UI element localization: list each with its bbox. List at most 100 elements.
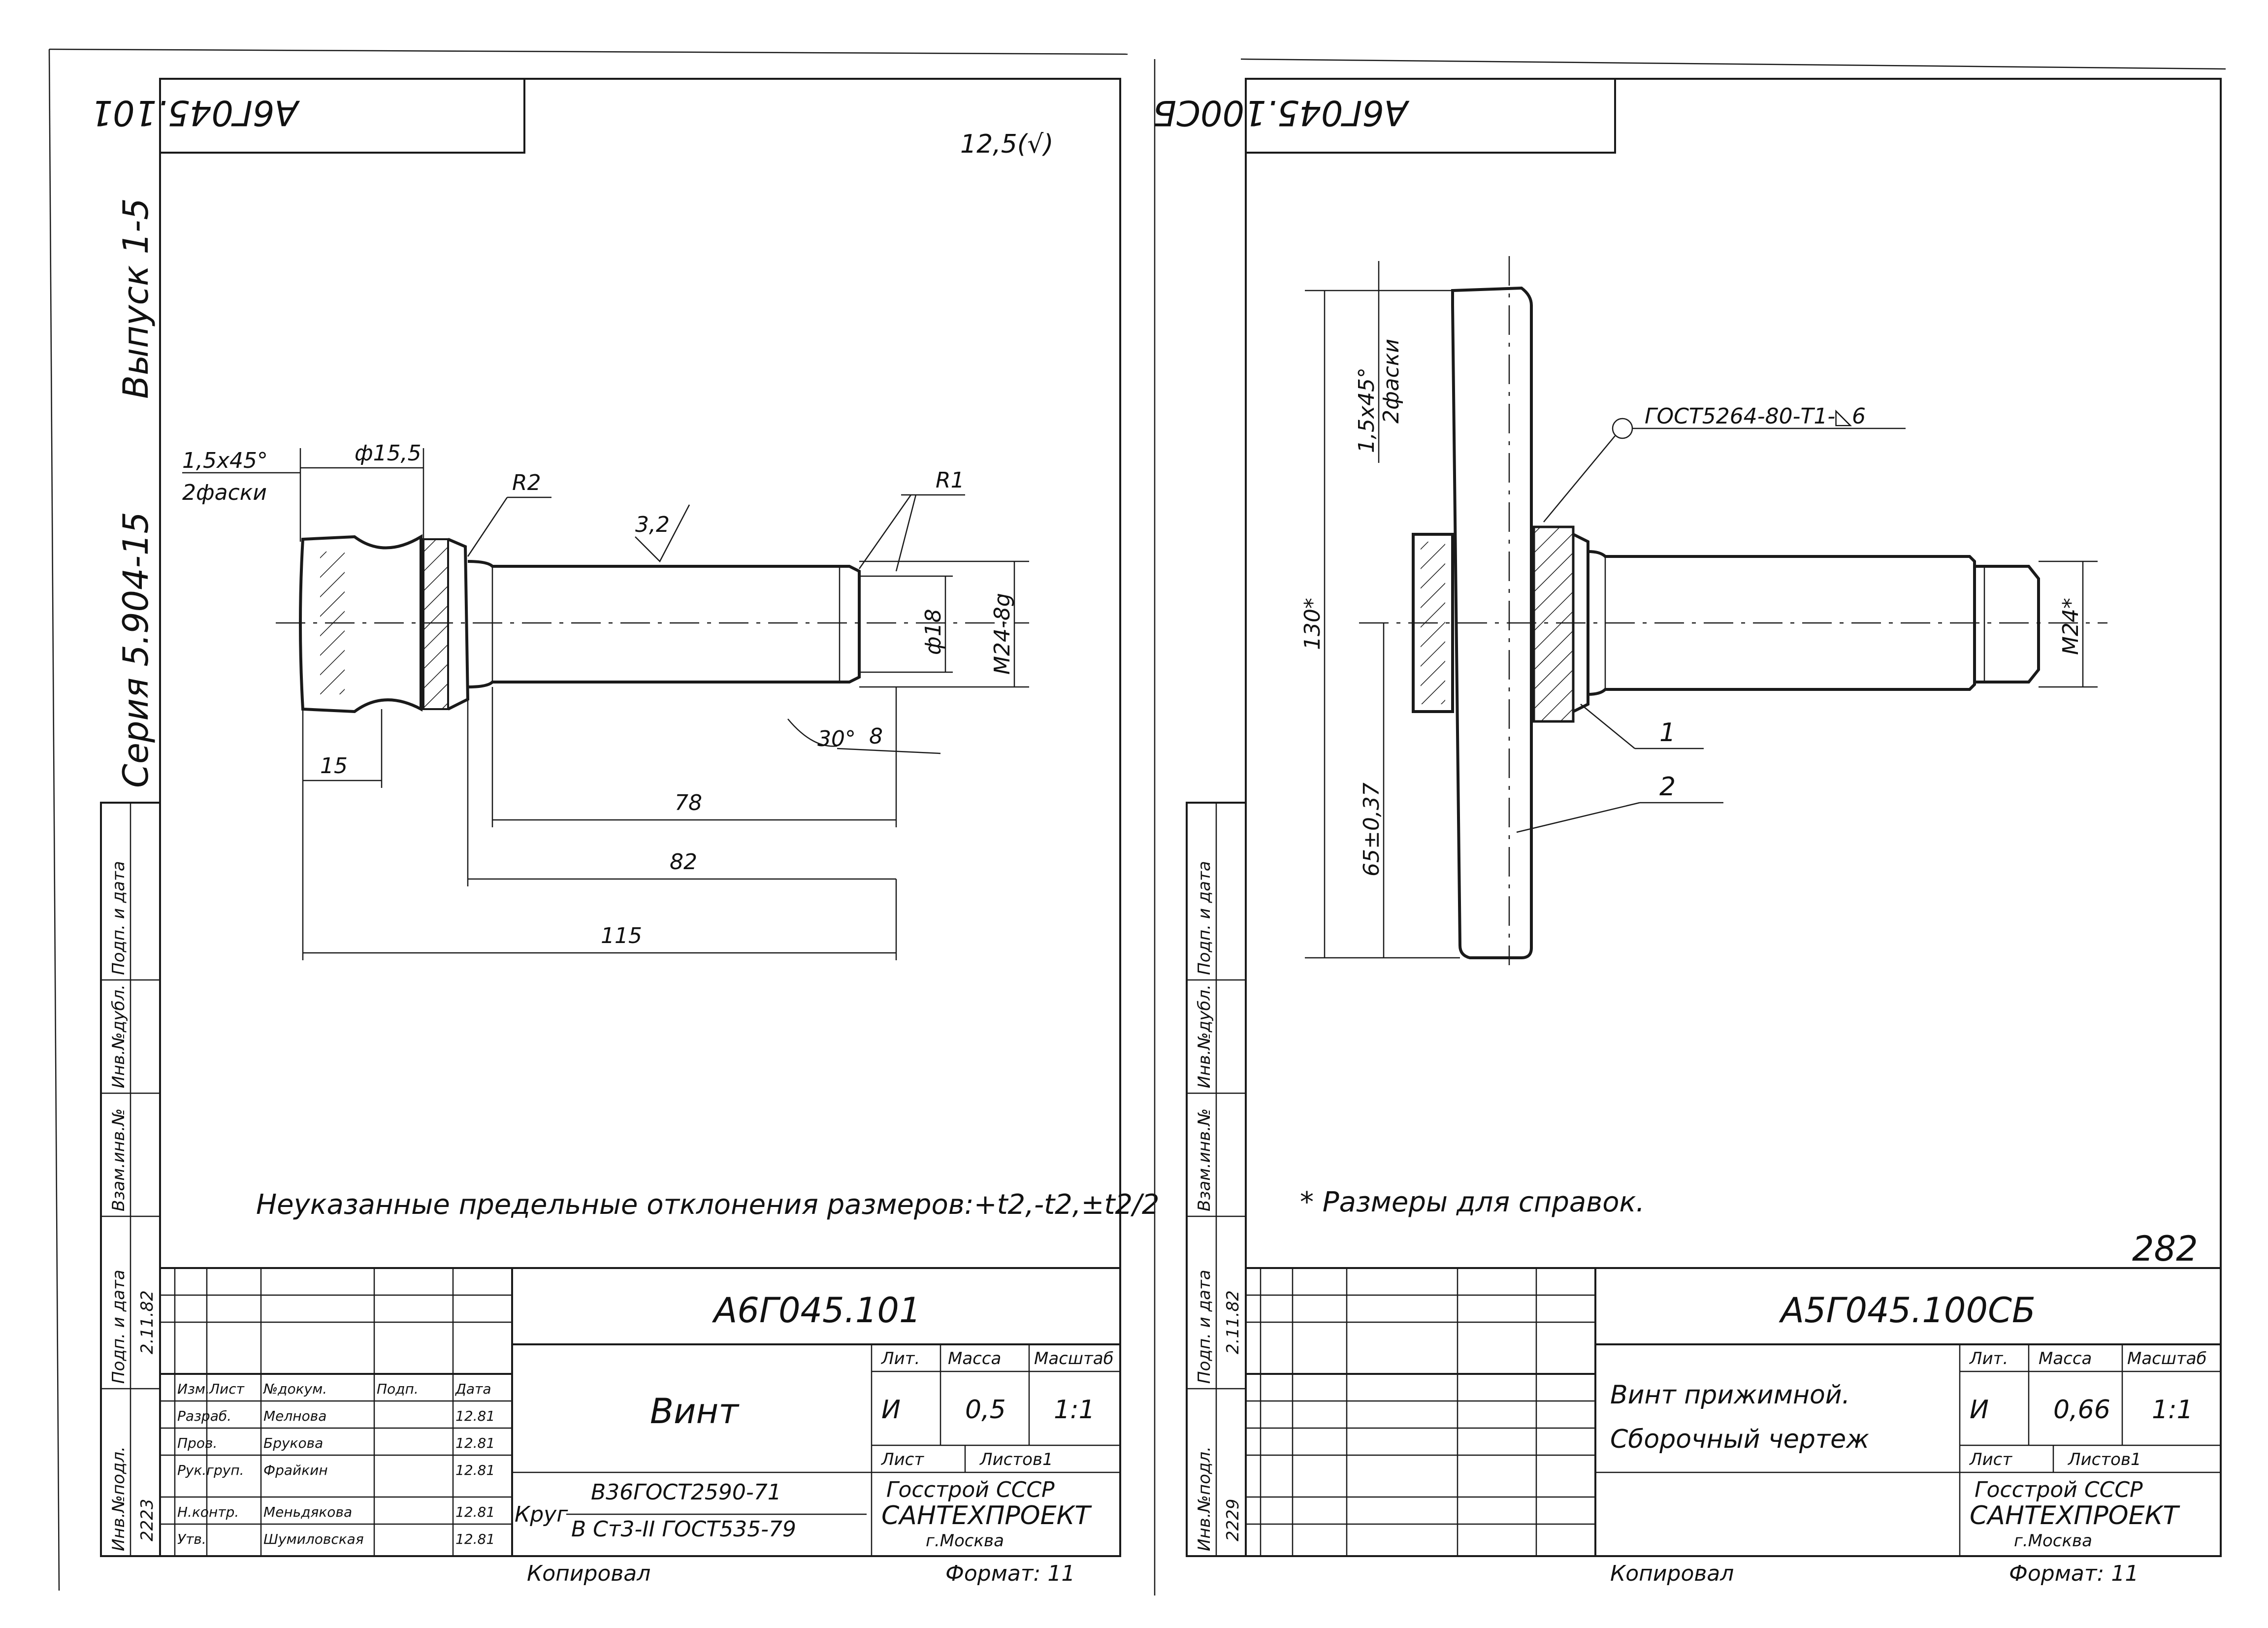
left-copied-label: Копировал [527,1561,650,1586]
left-strip-label-5: Подп. и дата [109,861,129,975]
right-strip-label-1: Инв.№подл. [1195,1446,1214,1551]
left-dim-angle: 30° [817,726,856,751]
left-series-label: Серия 5.904-15 [116,512,156,788]
right-strip-label-3: Взам.инв.№ [1195,1108,1214,1211]
left-title-block: Изм. Лист №докум. Подп. Дата Разраб. Мел… [159,1267,1121,1557]
left-tb-person-4: Меньдякова [263,1504,352,1520]
left-corner-stamp: А6Г045.101 [91,93,300,133]
right-strip-label-5: Подп. и дата [1195,861,1214,975]
left-format-label: Формат: 11 [945,1561,1075,1586]
left-shank [467,560,861,688]
right-dim-130: 130* [1300,598,1325,650]
right-tb-name-2: Сборочный чертеж [1610,1425,1869,1454]
right-tb-mass: 0,66 [2053,1395,2110,1425]
left-tb-lit: И [881,1395,901,1425]
right-dim-chamfer-note: 2фаски [1379,339,1404,423]
right-dim-thread: M24* [2058,598,2083,655]
right-hatched-body [1532,525,1575,723]
left-dim-15: 15 [320,753,348,779]
left-tb-hdr-izm: Изм. [177,1381,210,1397]
left-tb-mass: 0,5 [965,1395,1006,1425]
left-tb-hdr-sign: Подп. [377,1381,419,1397]
left-tb-designation: А6Г045.101 [712,1290,921,1331]
left-strip-number: 2223 [137,1498,157,1541]
right-frame [1245,78,2222,1557]
left-tb-name: Винт [650,1391,740,1432]
left-dim-r2: R2 [512,470,541,495]
left-dim-angle-arc [787,718,838,747]
right-tb-lit-header: Лит. [1969,1349,2008,1368]
right-note: * Размеры для справок. [1300,1186,1645,1218]
left-tb-role-4: Н.контр. [177,1504,239,1520]
left-tb-role-3: Рук.груп. [177,1462,244,1478]
left-tb-material-2: В Ст3-II ГОСТ535-79 [571,1517,796,1542]
right-tb-name-1: Винт прижимной. [1610,1380,1850,1410]
right-tb-org-2: САНТЕХПРОЕКТ [1970,1501,2180,1530]
right-strip-label-4: Инв.№дубл. [1195,984,1214,1088]
left-corner-stamp-box [159,78,525,154]
right-copied-label: Копировал [1610,1561,1734,1586]
left-roughness-symbol: 12,5(√) [960,130,1054,159]
right-tb-lit: И [1970,1395,1989,1425]
right-head-left [1412,533,1454,713]
right-title-block: А5Г045.100СБ Винт прижимной. Сборочный ч… [1245,1267,2222,1557]
left-tb-date-3: 12.81 [455,1462,495,1478]
left-trim-top [49,48,1128,55]
left-tb-hdr-doc: №докум. [262,1381,327,1397]
right-pos1-leader [1580,704,1635,749]
left-tb-person-2: Брукова [263,1435,323,1451]
left-strip-label-1: Инв.№подл. [109,1446,129,1551]
right-corner-stamp: А6Г045.100СБ [1153,93,1410,133]
left-tb-sheets: Листов1 [979,1450,1053,1469]
left-tb-org-2: САНТЕХПРОЕКТ [881,1501,1092,1530]
right-threaded-end [1975,565,2040,684]
left-roughness-mark [635,504,690,563]
left-tb-material-prefix: Круг [515,1502,568,1527]
left-strip-label-4: Инв.№дубл. [109,984,129,1088]
right-strip-label-2: Подп. и дата [1195,1270,1214,1384]
left-dim-r1-leader-1 [858,494,912,569]
left-tb-person-3: Фрайкин [263,1462,328,1478]
left-tb-person-5: Шумиловская [263,1531,364,1547]
left-strip-label-2: Подп. и дата [109,1270,129,1384]
left-dim-8: 8 [869,724,883,749]
left-dim-8-line [837,748,941,754]
left-tb-date-5: 12.81 [455,1531,495,1547]
left-dim-thread: M24-8g [990,593,1015,675]
right-collar [1572,533,1589,713]
right-assembly-drawing: M24* 130* 1,5x45° 2фаски 65±0,37 ГОСТ526… [1300,256,2107,965]
left-dim-chamfer-note: 2фаски [182,480,267,505]
right-pos2-leader [1516,802,1640,833]
right-tb-sheets: Листов1 [2067,1450,2141,1469]
left-tb-date-2: 12.81 [455,1435,495,1451]
right-strip-number: 2229 [1223,1498,1243,1541]
left-tb-sheet: Лист [880,1450,924,1469]
left-dim-r2-leader [467,497,508,557]
right-tb-scale-header: Масштаб [2127,1349,2207,1368]
right-dim-chamfer: 1,5x45° [1354,367,1379,453]
left-dim-d18: ф18 [921,609,946,655]
right-weld-leader [1543,435,1616,522]
left-trim-left [48,49,60,1591]
left-head-hatch-1 [320,552,345,694]
right-dim-65: 65±0,37 [1359,782,1384,877]
left-screw-drawing: 1,5x45° 2фаски ф15,5 R2 3,2 R1 ф18 [182,441,1029,960]
right-trim-top [1240,58,2226,70]
right-pos-1: 1 [1659,718,1676,748]
left-tb-org-1: Госстрой СССР [886,1477,1055,1502]
left-dim-82: 82 [670,849,697,875]
left-tb-role-5: Утв. [177,1531,206,1547]
right-tb-designation: А5Г045.100СБ [1779,1290,2036,1331]
left-tb-org-3: г.Москва [926,1531,1004,1551]
left-dim-115: 115 [601,923,642,948]
left-dim-chamfer: 1,5x45° [182,448,268,473]
left-note: Неуказанные предельные отклонения размер… [256,1189,1160,1221]
right-weld-circle [1612,418,1633,439]
right-pos-2: 2 [1659,772,1676,802]
right-tb-scale: 1:1 [2152,1395,2193,1425]
left-tb-role-1: Разраб. [177,1408,231,1424]
left-tb-mass-header: Масса [948,1349,1001,1368]
left-tb-frame [159,1267,1121,1557]
left-tb-scale-header: Масштаб [1034,1349,1114,1368]
